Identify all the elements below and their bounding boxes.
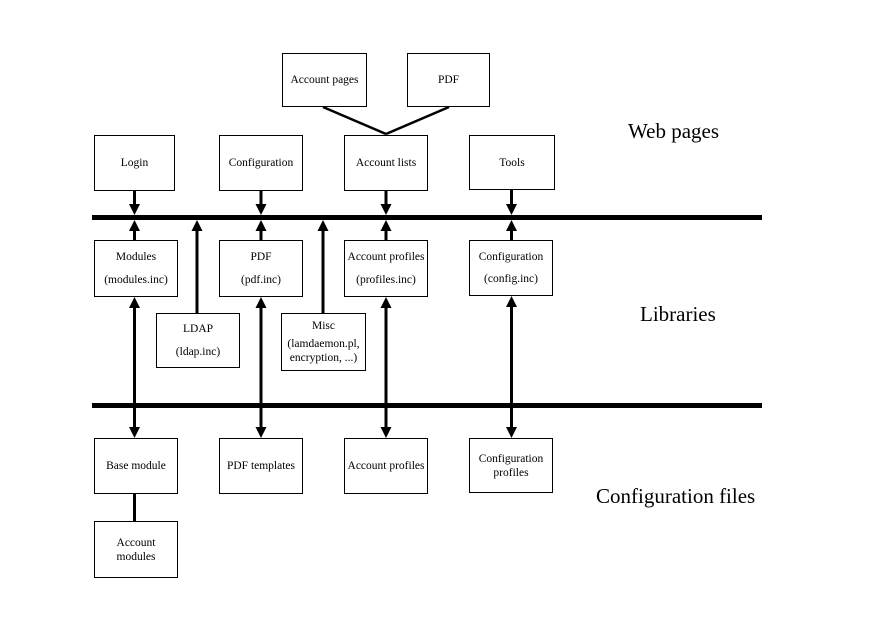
node-account-pages: Account pages (282, 53, 367, 107)
separator-bar-libraries-configfiles (92, 403, 762, 408)
node-file: (config.inc) (484, 273, 538, 286)
node-label: Tools (499, 156, 525, 169)
arrow-accountlists-to-bar (380, 191, 392, 215)
section-label-libraries: Libraries (640, 302, 716, 326)
node-account-lists: Account lists (344, 135, 428, 191)
section-label-web-pages: Web pages (628, 119, 720, 143)
node-misc-library: Misc (lamdaemon.pl, encryption, ...) (281, 313, 366, 371)
node-label: Account profiles (347, 251, 425, 263)
node-pdf-page: PDF (407, 53, 490, 107)
node-label: LDAP (182, 323, 214, 336)
separator-bar-webpages-libraries (92, 215, 762, 220)
arrow-bar-to-accountprofileslibrary (380, 220, 392, 240)
node-file: (profiles.inc) (356, 274, 416, 286)
node-label: Account lists (355, 157, 417, 169)
node-account-modules: Account modules (94, 521, 178, 578)
node-pdf-library: PDF (pdf.inc) (219, 240, 303, 297)
arrow-accountprofileslibrary-accountprofilesfiles (380, 297, 392, 438)
node-file: (ldap.inc) (175, 345, 221, 358)
node-label: Misc (312, 319, 335, 332)
node-label: PDF (250, 251, 272, 263)
arrow-bar-to-configurationlibrary (506, 220, 517, 240)
node-login: Login (94, 135, 175, 191)
connector-pdfpage-to-accountlists (385, 105, 450, 136)
node-label: PDF templates (226, 460, 296, 472)
node-label: Configuration (228, 157, 294, 169)
node-file: (modules.inc) (104, 274, 168, 286)
node-label: Base module (106, 460, 166, 472)
node-tools: Tools (469, 135, 555, 190)
node-label: Configuration profiles (478, 452, 544, 479)
node-configuration-library: Configuration (config.inc) (469, 240, 553, 296)
node-account-profiles-files: Account profiles (344, 438, 428, 494)
arrow-configurationlibrary-configurationprofiles (506, 296, 517, 438)
node-pdf-templates: PDF templates (219, 438, 303, 494)
node-label: Account profiles (347, 460, 425, 472)
arrow-moduleslibrary-basemodule (129, 297, 140, 438)
node-label: PDF (437, 74, 460, 86)
node-label: Account pages (290, 74, 359, 86)
node-configuration-page: Configuration (219, 135, 303, 191)
arrow-login-to-bar (129, 191, 140, 215)
arrow-pdflibrary-pdftemplates (255, 297, 267, 438)
node-ldap-library: LDAP (ldap.inc) (156, 313, 240, 368)
node-label: Login (120, 157, 149, 169)
node-file: (pdf.inc) (241, 274, 281, 286)
arrow-bar-to-pdflibrary (255, 220, 267, 240)
arrow-ldaplibrary-to-bar (191, 220, 203, 313)
node-modules-library: Modules (modules.inc) (94, 240, 178, 297)
node-label: Account modules (116, 536, 156, 563)
node-base-module: Base module (94, 438, 178, 494)
section-label-configuration-files: Configuration files (596, 484, 756, 508)
arrow-tools-to-bar (506, 190, 517, 215)
arrow-bar-to-moduleslibrary (129, 220, 140, 240)
arrow-misclibrary-to-bar (317, 220, 329, 313)
node-configuration-profiles: Configuration profiles (469, 438, 553, 493)
arrow-configurationpage-to-bar (255, 191, 267, 215)
node-account-profiles-library: Account profiles (profiles.inc) (344, 240, 428, 297)
node-label: Modules (115, 251, 157, 263)
node-file: (lamdaemon.pl, encryption, ...) (287, 338, 360, 365)
node-label: Configuration (478, 250, 544, 263)
connector-accountpages-to-accountlists (322, 105, 387, 136)
